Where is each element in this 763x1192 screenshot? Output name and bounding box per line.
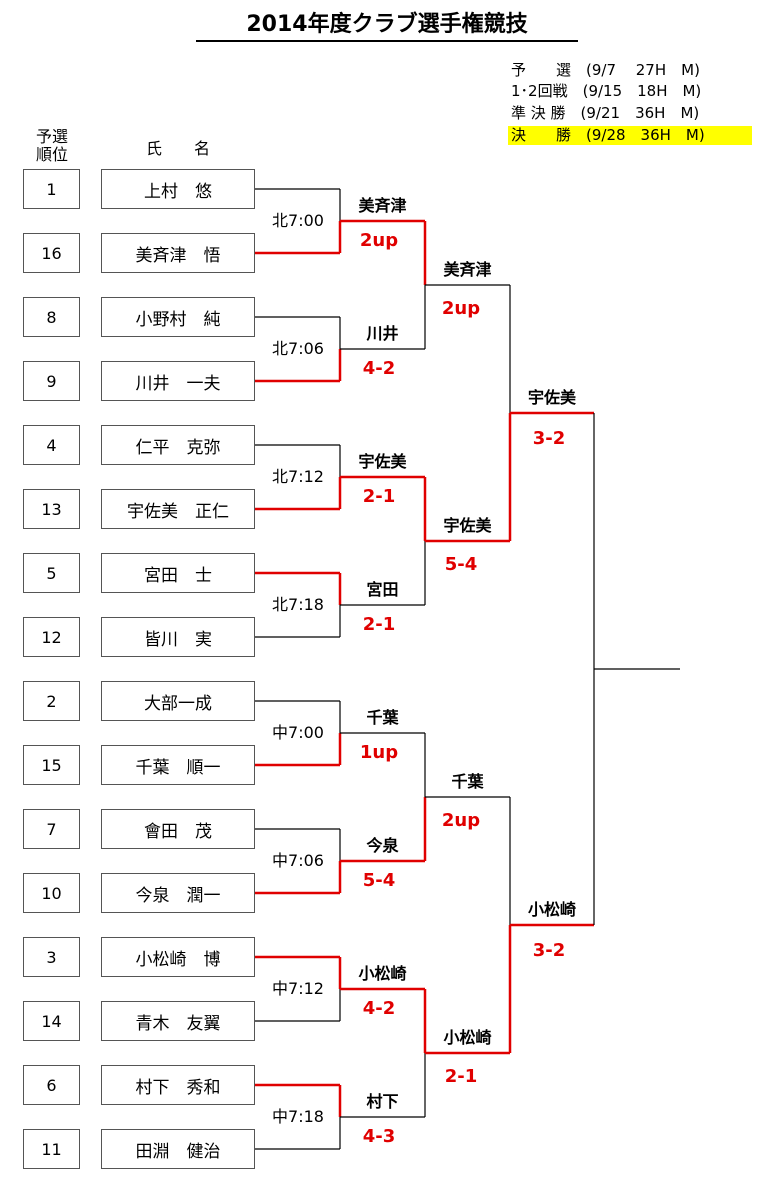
- player-name-box: 大部一成: [101, 681, 255, 721]
- schedule-semifinal: 準 決 勝 (9/21 36H M): [511, 104, 700, 122]
- semifinal-winner: 小松崎: [527, 900, 576, 919]
- round1-score: 1up: [359, 742, 399, 763]
- page-title: 2014年度クラブ選手権競技: [196, 10, 578, 42]
- player-name-box: 小松崎 博: [101, 937, 255, 977]
- seed-box: 14: [23, 1001, 80, 1041]
- round2-score: 2up: [441, 298, 481, 319]
- seed-box: 9: [23, 361, 80, 401]
- semifinal-score: 3-2: [532, 428, 566, 449]
- round1-winner: 美斉津: [358, 196, 407, 215]
- round1-score: 2-1: [362, 614, 396, 635]
- round1-winner: 千葉: [366, 708, 399, 727]
- round1-winner: 川井: [366, 324, 399, 343]
- tee-time: 中7:00: [272, 723, 324, 742]
- player-name-box: 青木 友翼: [101, 1001, 255, 1041]
- seed-box: 16: [23, 233, 80, 273]
- seed-box: 6: [23, 1065, 80, 1105]
- player-name-box: 今泉 潤一: [101, 873, 255, 913]
- seed-box: 10: [23, 873, 80, 913]
- player-name-box: 宮田 士: [101, 553, 255, 593]
- player-name-box: 會田 茂: [101, 809, 255, 849]
- round1-winner: 小松崎: [358, 964, 407, 983]
- round1-winner: 宇佐美: [358, 452, 407, 471]
- seed-box: 13: [23, 489, 80, 529]
- round1-winner: 宮田: [366, 580, 399, 599]
- seed-header: 予選 順位: [35, 127, 68, 164]
- player-name-box: 美斉津 悟: [101, 233, 255, 273]
- round1-connectors: [255, 188, 342, 1150]
- seed-box: 2: [23, 681, 80, 721]
- round1-score: 4-2: [362, 998, 396, 1019]
- round2-winner: 宇佐美: [443, 516, 492, 535]
- round2-score: 5-4: [444, 554, 478, 575]
- player-name-box: 田淵 健治: [101, 1129, 255, 1169]
- round2-winner: 千葉: [451, 772, 484, 791]
- player-name-box: 宇佐美 正仁: [101, 489, 255, 529]
- round2-winner: 美斉津: [443, 260, 492, 279]
- round2-score: 2up: [441, 810, 481, 831]
- round1-score: 2-1: [362, 486, 396, 507]
- round2-score: 2-1: [444, 1066, 478, 1087]
- schedule-final: 決 勝 (9/28 36H M): [508, 126, 752, 145]
- seed-box: 3: [23, 937, 80, 977]
- seed-box: 5: [23, 553, 80, 593]
- tee-time: 中7:12: [272, 979, 324, 998]
- name-header: 氏 名: [145, 139, 210, 158]
- round1-score: 5-4: [362, 870, 396, 891]
- player-name-box: 千葉 順一: [101, 745, 255, 785]
- player-name-box: 川井 一夫: [101, 361, 255, 401]
- tee-time: 北7:06: [272, 339, 324, 358]
- semifinal-score: 3-2: [532, 940, 566, 961]
- round1-winner: 今泉: [366, 836, 399, 855]
- seed-box: 1: [23, 169, 80, 209]
- semifinal-winner: 宇佐美: [527, 388, 576, 407]
- tee-time: 中7:18: [272, 1107, 324, 1126]
- round1-score: 4-2: [362, 358, 396, 379]
- seed-box: 15: [23, 745, 80, 785]
- seed-box: 8: [23, 297, 80, 337]
- tee-time: 北7:12: [272, 467, 324, 486]
- seed-box: 12: [23, 617, 80, 657]
- player-name-box: 上村 悠: [101, 169, 255, 209]
- round1-score: 4-3: [362, 1126, 396, 1147]
- player-name-box: 仁平 克弥: [101, 425, 255, 465]
- tee-time: 北7:18: [272, 595, 324, 614]
- tee-time: 北7:00: [272, 211, 324, 230]
- round1-score: 2up: [359, 230, 399, 251]
- seed-box: 11: [23, 1129, 80, 1169]
- round1-winner: 村下: [366, 1092, 399, 1111]
- seed-box: 4: [23, 425, 80, 465]
- seed-box: 7: [23, 809, 80, 849]
- schedule-round12: 1･2回戦 (9/15 18H M): [511, 82, 702, 100]
- round2-connectors: [340, 219, 427, 1118]
- round2-winner: 小松崎: [443, 1028, 492, 1047]
- player-name-box: 小野村 純: [101, 297, 255, 337]
- player-name-box: 皆川 実: [101, 617, 255, 657]
- player-name-box: 村下 秀和: [101, 1065, 255, 1105]
- schedule-prelim: 予 選 (9/7 27H M): [511, 61, 700, 79]
- tee-time: 中7:06: [272, 851, 324, 870]
